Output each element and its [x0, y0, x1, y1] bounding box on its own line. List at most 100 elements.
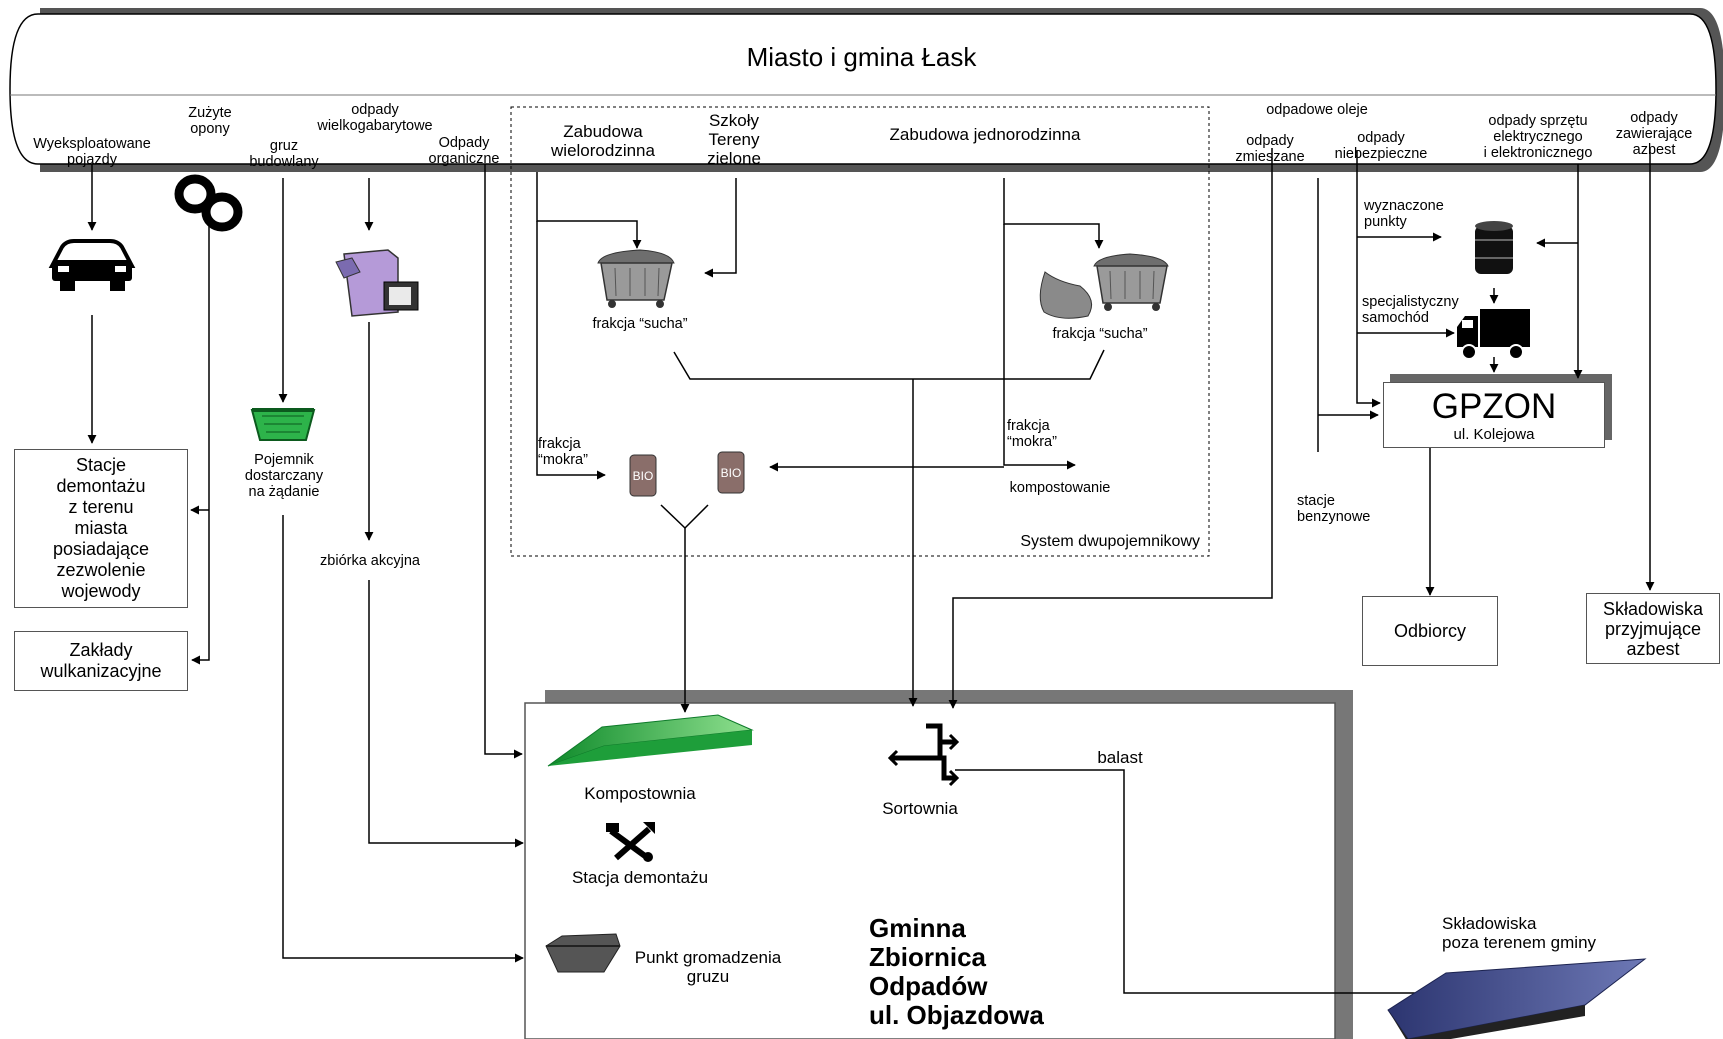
- label-tyres: Zużyte opony: [170, 105, 250, 137]
- green-container-icon: [250, 408, 316, 441]
- label-specialist-truck: specjalistyczny samochód: [1362, 294, 1459, 326]
- label-line: wielkogabarytowe: [317, 118, 433, 134]
- label-line: Zabudowa: [563, 122, 643, 141]
- rubble-bin-icon: [545, 933, 621, 973]
- label-designated-points: wyznaczone punkty: [1364, 198, 1444, 230]
- box-vulcanization: Zakłady wulkanizacyjne: [14, 631, 188, 691]
- label-line: samochód: [1362, 310, 1429, 326]
- fridge-tv-icon: [335, 249, 419, 317]
- label-dry-left: frakcja “sucha”: [592, 316, 688, 332]
- label-petrol-stations: stacje benzynowe: [1297, 493, 1370, 525]
- sorting-icon: [887, 723, 960, 787]
- gpzon-street: ul. Kolejowa: [1453, 425, 1535, 443]
- two-bin-system-frame: [510, 106, 1210, 557]
- label-line: frakcja: [1007, 418, 1050, 434]
- label-line: gruzu: [686, 967, 730, 986]
- tools-icon: [606, 822, 655, 862]
- label-line: Wyeksploatowane: [33, 136, 151, 152]
- label-oils: odpadowe oleje: [1266, 102, 1368, 118]
- label-wet-left: frakcja “mokra”: [538, 436, 588, 468]
- gpzon-title: GPZON: [1431, 386, 1557, 426]
- label-composting-plant: Kompostownia: [584, 784, 696, 803]
- page-title: Miasto i gmina Łask: [746, 42, 977, 72]
- label-electronics: odpady sprzętu elektrycznego i elektroni…: [1462, 113, 1614, 161]
- truck-icon: [1457, 309, 1530, 360]
- label-line: specjalistyczny: [1362, 294, 1459, 310]
- label-line: benzynowe: [1297, 509, 1371, 525]
- label-line: na żądanie: [248, 484, 320, 500]
- label-line: dostarczany: [244, 468, 324, 484]
- label-vehicles: Wyeksploatowane pojazdy: [12, 136, 172, 168]
- label-line: wielorodzinna: [551, 141, 655, 160]
- label-line: Odpady: [438, 135, 490, 151]
- label-bulky: odpady wielkogabarytowe: [300, 102, 450, 134]
- box-gpzon: GPZON ul. Kolejowa: [1383, 382, 1605, 448]
- label-container: Pojemnik dostarczany na żądanie: [224, 452, 344, 500]
- label-two-bin-system: System dwupojemnikowy: [1020, 533, 1200, 550]
- label-line: Zużyte: [188, 105, 232, 121]
- label-asbestos: odpady zawierające azbest: [1600, 110, 1708, 158]
- label-line: organiczne: [428, 151, 500, 167]
- label-line: opony: [190, 121, 230, 137]
- external-landfill-icon: [1387, 958, 1647, 1039]
- label-line: punkty: [1364, 214, 1407, 230]
- barrel-icon: [1475, 221, 1513, 274]
- label-line: odpady sprzętu: [1488, 113, 1588, 129]
- label-line: “mokra”: [538, 452, 588, 468]
- label-single-family: Zabudowa jednorodzinna: [889, 125, 1081, 144]
- label-line: zawierające: [1615, 126, 1693, 142]
- header-band: [9, 8, 1723, 172]
- label-sorting-plant: Sortownia: [882, 799, 958, 818]
- label-line: ul. Objazdowa: [869, 1000, 1044, 1030]
- label-ballast: balast: [1097, 748, 1143, 767]
- label-rubble: gruz budowlany: [232, 138, 336, 170]
- label-dry-right: frakcja “sucha”: [1052, 326, 1148, 342]
- bio-bin-icon: [629, 451, 745, 497]
- label-hazardous: odpady niebezpieczne: [1318, 130, 1444, 162]
- label-collection: zbiórka akcyjna: [320, 553, 420, 569]
- label-rubble-point: Punkt gromadzenia gruzu: [618, 948, 798, 986]
- facility-name: Gminna Zbiornica Odpadów ul. Objazdowa: [869, 914, 1044, 1030]
- label-line: pojazdy: [67, 152, 117, 168]
- label-line: Szkoły: [708, 111, 760, 130]
- box-recipients: Odbiorcy: [1362, 596, 1498, 666]
- bio-label-right: BIO: [720, 466, 742, 480]
- label-line: wyznaczone: [1364, 198, 1444, 214]
- label-line: frakcja: [538, 436, 581, 452]
- label-line: azbest: [1632, 142, 1676, 158]
- label-line: odpady: [1246, 133, 1294, 149]
- label-line: odpady: [351, 102, 399, 118]
- label-line: zmieszane: [1235, 149, 1305, 165]
- compost-pile-icon: [547, 714, 754, 767]
- label-line: Punkt gromadzenia: [634, 948, 782, 967]
- label-line: Pojemnik: [254, 452, 314, 468]
- label-line: niebezpieczne: [1334, 146, 1428, 162]
- car-icon: [48, 239, 136, 291]
- label-line: i elektronicznego: [1483, 145, 1593, 161]
- label-organic: Odpady organiczne: [414, 135, 514, 167]
- waste-bin-icon: [597, 249, 675, 308]
- label-line: Składowiska: [1442, 914, 1537, 933]
- label-multifamily: Zabudowa wielorodzinna: [530, 122, 676, 160]
- label-wet-right: frakcja “mokra”: [1007, 418, 1057, 450]
- tyre-icon: [174, 174, 243, 232]
- label-line: stacje: [1297, 493, 1335, 509]
- label-schools: Szkoły Tereny zielone: [684, 111, 784, 168]
- label-line: Gminna: [869, 913, 966, 943]
- bio-label-left: BIO: [632, 469, 654, 483]
- box-dismantling-stations: Stacje demontażu z terenu miasta posiada…: [14, 449, 188, 608]
- label-line: poza terenem gminy: [1442, 933, 1597, 952]
- label-line: odpady: [1630, 110, 1678, 126]
- label-line: Odpadów: [869, 971, 988, 1001]
- label-line: gruz: [269, 138, 299, 154]
- label-line: odpady: [1357, 130, 1405, 146]
- label-composting: kompostowanie: [1009, 480, 1111, 496]
- bag-bin-icon: [1039, 253, 1169, 319]
- label-line: zielone: [707, 149, 761, 168]
- flow-lines: [87, 148, 1655, 998]
- box-asbestos-landfill: Składowiska przyjmujące azbest: [1586, 593, 1720, 664]
- label-line: “mokra”: [1007, 434, 1057, 450]
- label-mixed: odpady zmieszane: [1220, 133, 1320, 165]
- label-line: Tereny: [708, 130, 760, 149]
